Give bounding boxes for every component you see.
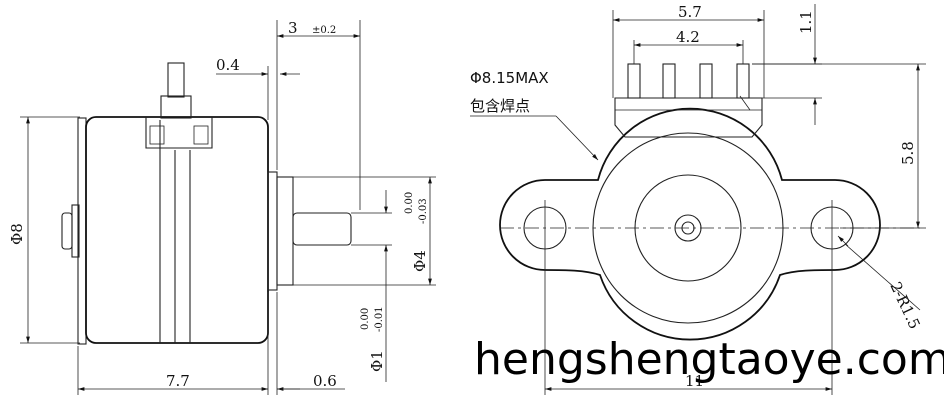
mount-flange bbox=[499, 107, 881, 341]
dim-dia-4: Φ4 bbox=[411, 250, 429, 272]
pin-base bbox=[160, 95, 192, 119]
pin bbox=[167, 62, 185, 98]
motor-body bbox=[85, 116, 269, 344]
dim-3-tol: ±0.2 bbox=[312, 25, 336, 36]
dim-77: 7.7 bbox=[166, 372, 190, 390]
dim-dia-4-tol-lower: -0.03 bbox=[418, 198, 429, 224]
terminal-pin-4 bbox=[736, 63, 750, 99]
dim-dia-1: Φ1 bbox=[368, 350, 386, 372]
note-max-dia: Φ8.15MAX bbox=[470, 69, 549, 87]
dim-11-height: 1.1 bbox=[797, 10, 815, 34]
dim-04: 0.4 bbox=[216, 56, 240, 74]
dim-dia-4-tol-upper: 0.00 bbox=[404, 192, 415, 214]
terminal-pin-3 bbox=[699, 63, 713, 99]
watermark-text: hengshengtaoye.com bbox=[474, 334, 944, 385]
left-nub bbox=[61, 212, 73, 250]
dim-06: 0.6 bbox=[313, 372, 337, 390]
terminal-block bbox=[145, 117, 213, 149]
dim-57: 5.7 bbox=[678, 3, 702, 21]
dim-holes: 2-R1.5 bbox=[886, 279, 923, 332]
dim-58: 5.8 bbox=[899, 141, 917, 165]
terminal-pin-1 bbox=[627, 63, 641, 99]
dim-dia-1-tol-upper: 0.00 bbox=[360, 308, 371, 330]
side-view: 3 ±0.2 0.4 Φ8 7.7 0.6 Φ4 0.00 -0.03 bbox=[8, 19, 436, 395]
terminal-pin-2 bbox=[662, 63, 676, 99]
dim-dia-8: Φ8 bbox=[8, 223, 26, 245]
dim-42: 4.2 bbox=[676, 28, 700, 46]
dim-3: 3 bbox=[288, 19, 298, 37]
front-view: 5.7 4.2 1.1 5.8 11 2-R1.5 Φ8.15MAX 包含焊点 bbox=[470, 3, 926, 395]
dim-dia-1-tol-lower: -0.01 bbox=[374, 306, 385, 332]
shaft bbox=[292, 212, 352, 246]
note-solder: 包含焊点 bbox=[470, 97, 530, 115]
flange bbox=[267, 171, 278, 291]
dim-11-span: 11 bbox=[685, 372, 704, 390]
front-terminal-block bbox=[614, 97, 763, 138]
